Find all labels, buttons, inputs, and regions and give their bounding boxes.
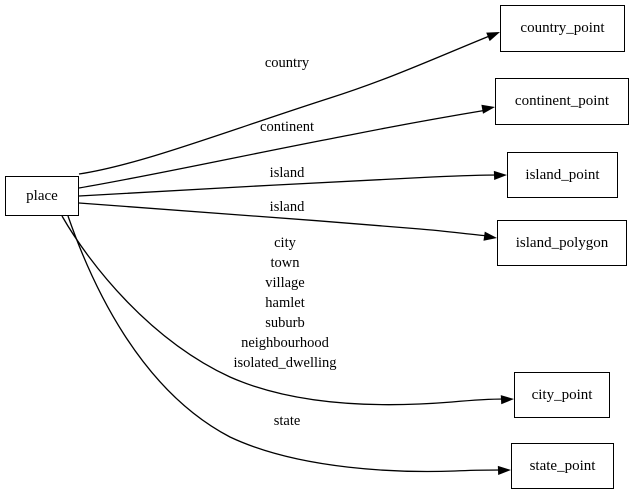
edge-place-to-island_point [78, 174, 499, 197]
arrowhead-state_point [497, 465, 511, 476]
node-island_polygon[interactable]: island_polygon [497, 220, 627, 266]
edge-label-place-to-country_point: country [265, 53, 309, 73]
edge-label-line: town [270, 255, 300, 271]
edge-label-line: island [269, 199, 305, 215]
edge-place-to-state_point [67, 215, 502, 473]
edge-label-place-to-city_point: city town village hamlet suburb neighbourhood… [233, 233, 336, 373]
node-label: state_point [529, 457, 596, 474]
edge-label-line: city [274, 235, 296, 251]
node-continent_point[interactable]: continent_point [495, 78, 629, 125]
edge-label-place-to-island_polygon: island [270, 197, 305, 217]
node-label: continent_point [514, 93, 610, 109]
edge-place-to-island_polygon [78, 202, 489, 237]
node-state_point[interactable]: state_point [511, 443, 614, 489]
edge-label-line: neighbourhood [241, 335, 329, 351]
node-label: city_point [531, 386, 593, 403]
edge-place-to-continent_point [78, 109, 488, 189]
arrowhead-island_polygon [483, 231, 497, 241]
node-label: place [26, 187, 58, 204]
node-label: island_polygon [515, 234, 609, 251]
edge-label-place-to-island_point: island [270, 163, 305, 183]
edge-label-line: continent [260, 119, 314, 135]
edge-label-line: state [273, 413, 301, 429]
node-label: island_point [525, 166, 600, 183]
edge-label-line: hamlet [265, 295, 305, 311]
node-island_point[interactable]: island_point [507, 152, 618, 198]
arrowhead-country_point [486, 32, 500, 42]
edge-place-to-country_point [78, 34, 493, 175]
edge-label-place-to-state_point: state [274, 411, 301, 431]
node-label: country_point [520, 20, 605, 36]
edge-label-line: suburb [265, 315, 305, 331]
edge-label-line: isolated_dwelling [233, 355, 337, 371]
edge-place-to-city_point [61, 215, 506, 406]
edge-label-line: island [269, 165, 305, 181]
node-country_point[interactable]: country_point [500, 5, 625, 52]
node-place[interactable]: place [5, 176, 79, 216]
edge-label-place-to-continent_point: continent [260, 117, 314, 137]
edge-label-line: country [264, 55, 310, 71]
node-city_point[interactable]: city_point [514, 372, 610, 418]
arrowhead-continent_point [481, 104, 495, 114]
edge-label-line: village [265, 275, 305, 291]
arrowhead-island_point [493, 170, 507, 181]
arrowhead-city_point [500, 395, 514, 405]
